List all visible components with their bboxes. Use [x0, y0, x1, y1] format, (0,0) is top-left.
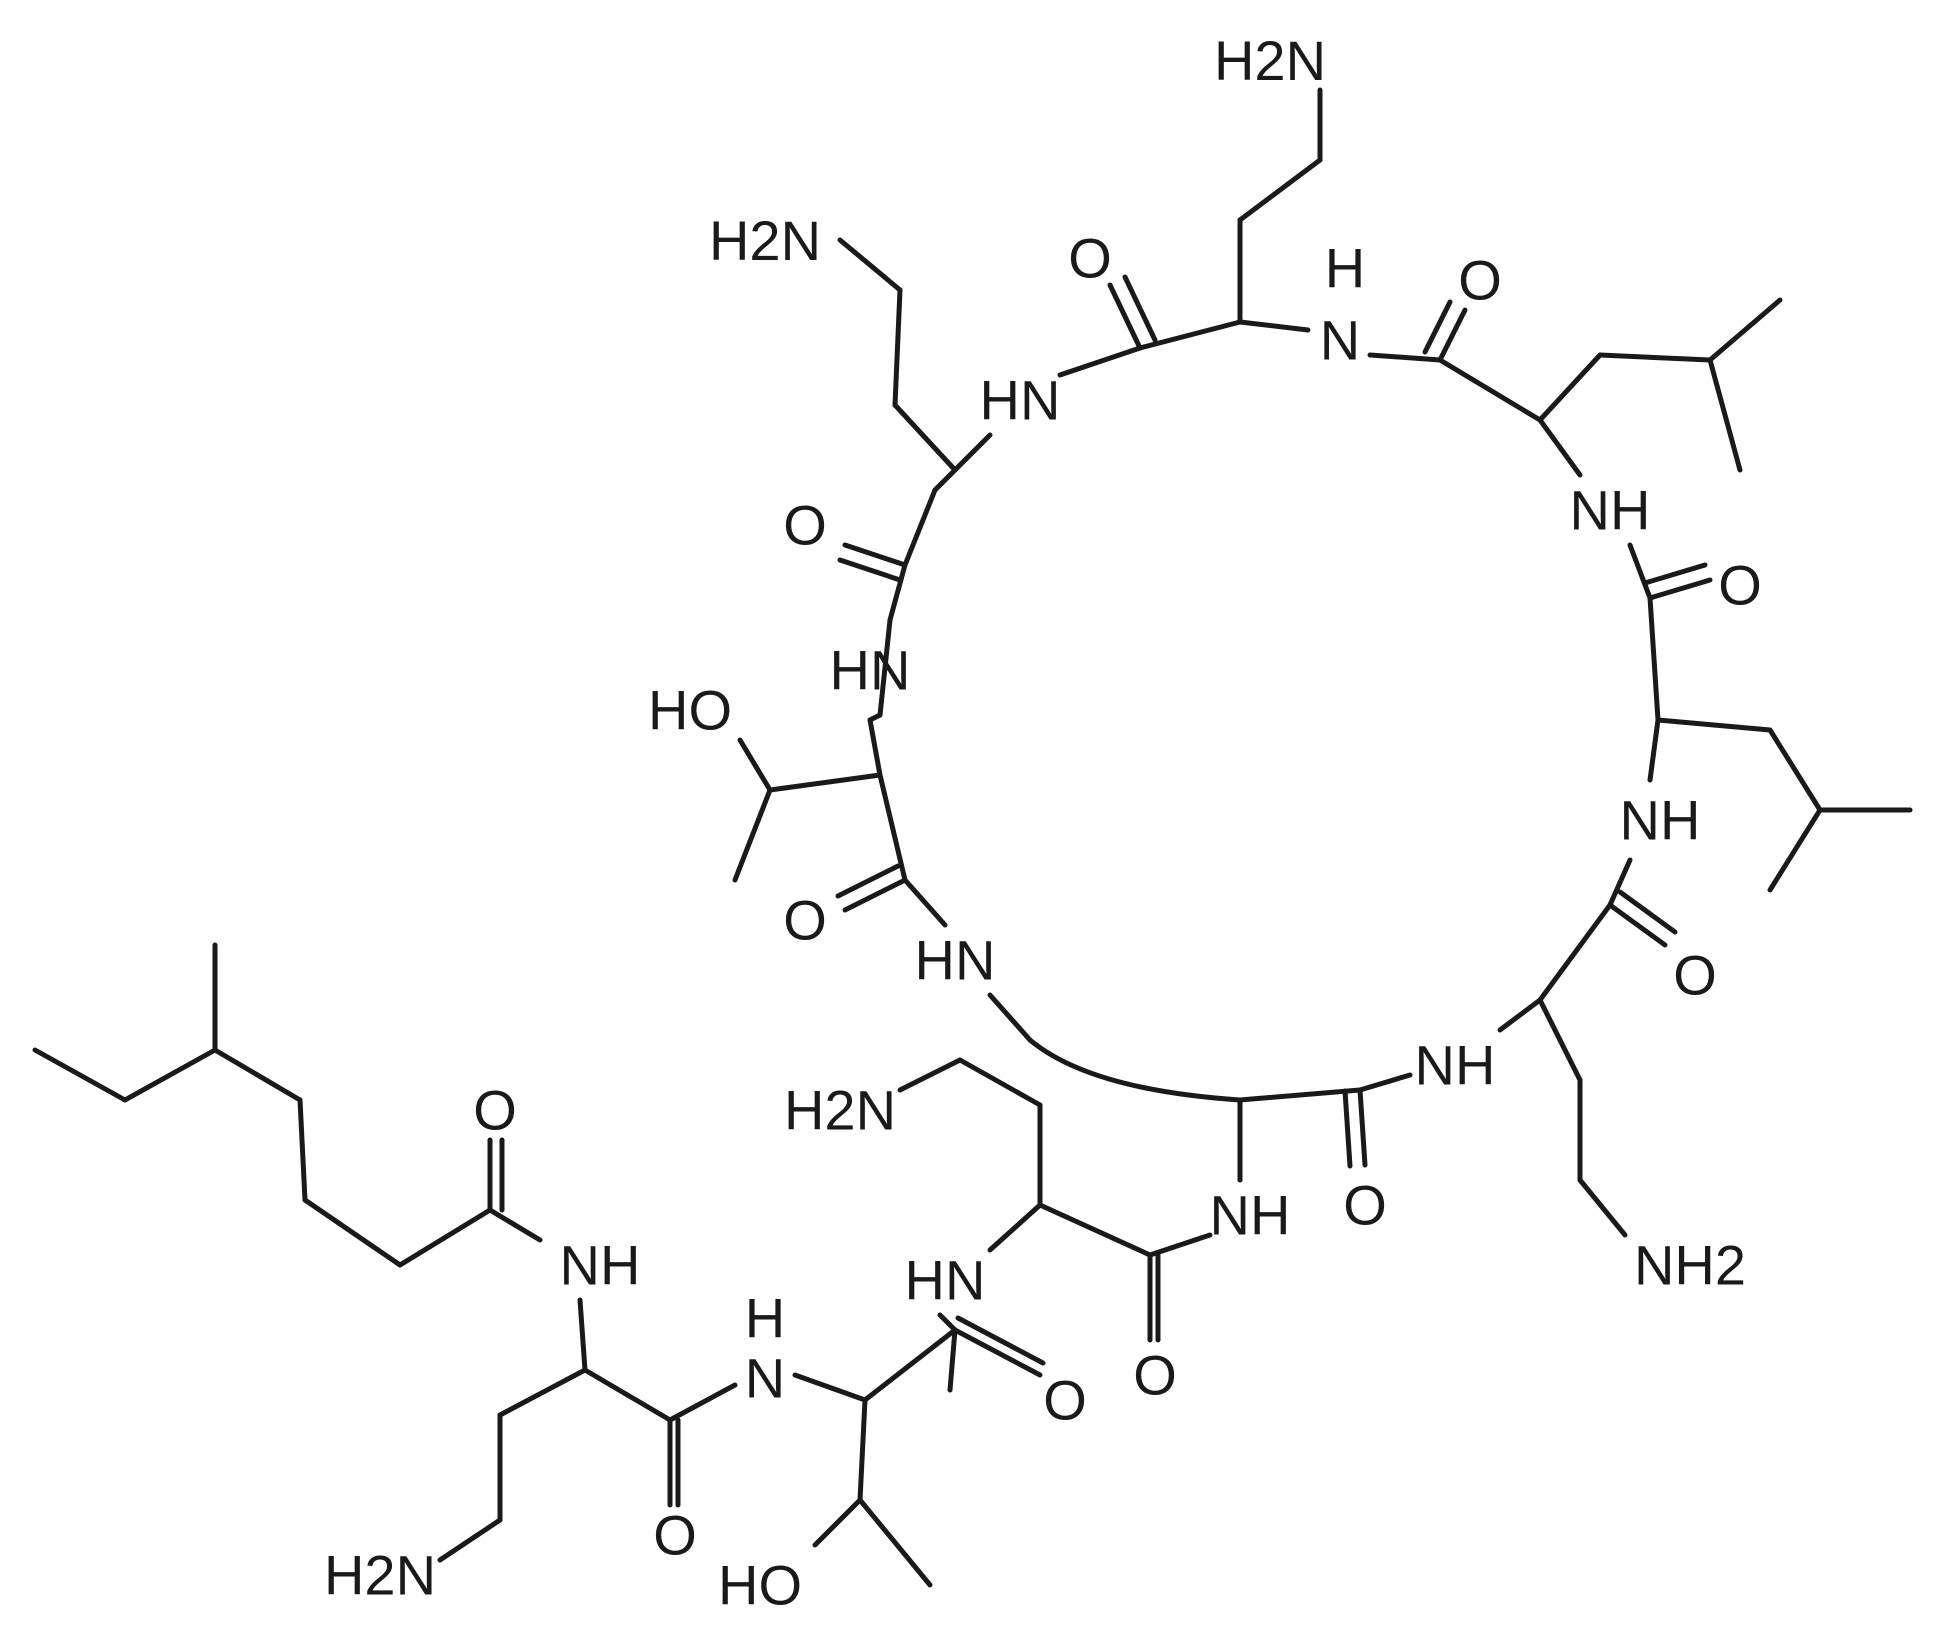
label-o-left-lower: O	[783, 889, 827, 952]
label-amine-bottom: H2N	[324, 1544, 436, 1607]
label-o-chain-right: O	[1043, 1369, 1087, 1432]
label-hn-upper-left: HN	[980, 369, 1061, 432]
bonds	[32, 87, 1913, 1588]
label-nh2-right: NH2	[1634, 1234, 1746, 1297]
label-ho-ring: HO	[648, 679, 732, 742]
label-left-amine: H2N	[709, 209, 821, 272]
label-o-left-upper: O	[783, 494, 827, 557]
label-o-chain-mid: O	[1133, 1344, 1177, 1407]
label-nh-lower-h: H	[745, 1287, 785, 1350]
label-top-amine: H2N	[1214, 29, 1326, 92]
label-o-chain-left: O	[653, 1504, 697, 1567]
label-hn-left-mid: HN	[830, 639, 911, 702]
label-hn-lower-left: HN	[915, 929, 996, 992]
label-nh-top-n: N	[1320, 309, 1360, 372]
label-nh-under-ring: NH	[1210, 1184, 1291, 1247]
label-o-top-left: O	[1068, 227, 1112, 290]
label-nh-right-mid: NH	[1620, 789, 1701, 852]
label-hn-chain: HN	[905, 1249, 986, 1312]
label-o-top-right: O	[1458, 249, 1502, 312]
label-nh-bottom-ring: NH	[1415, 1034, 1496, 1097]
label-o-right-lower: O	[1673, 944, 1717, 1007]
label-nh-chain-left: NH	[560, 1234, 641, 1297]
label-o-bottom-ring: O	[1343, 1174, 1387, 1237]
label-o-tail: O	[473, 1079, 517, 1142]
label-nh-top-h: H	[1325, 237, 1365, 300]
label-ho-bottom: HO	[718, 1554, 802, 1617]
label-o-right-upper: O	[1718, 554, 1762, 617]
atom-labels: H2N H2N H N HN NH HN HO NH HN NH H2N NH …	[324, 29, 1762, 1617]
label-nh-right-upper: NH	[1570, 479, 1651, 542]
label-amine-chain-mid: H2N	[784, 1079, 896, 1142]
label-nh-lower-n: N	[745, 1347, 785, 1410]
